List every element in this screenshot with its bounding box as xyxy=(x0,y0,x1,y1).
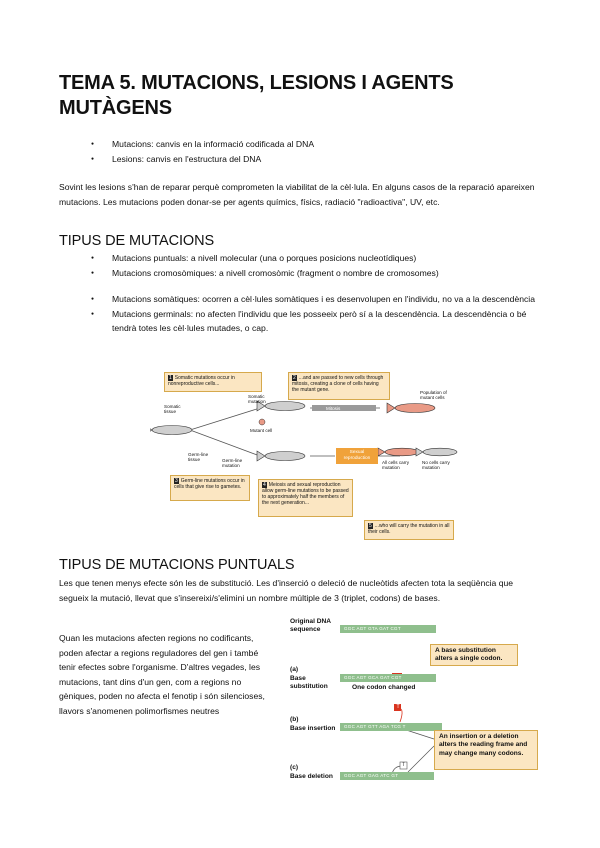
list-item: Mutacions somàtiques: ocorren a cèl·lule… xyxy=(91,292,551,307)
label-somatic-tissue: Somatic tissue xyxy=(164,404,181,415)
list-item: Mutacions germinals: no afecten l'indivi… xyxy=(91,307,551,336)
label-germline-mutation: Germ-line mutation xyxy=(222,458,243,469)
sexual-reproduction-badge: Sexual reproduction xyxy=(336,448,378,464)
mutation-types-list: Mutacions puntuals: a nivell molecular (… xyxy=(91,251,551,280)
label-original-sequence: Original DNA sequence xyxy=(290,618,331,633)
label-c-letter: (c) xyxy=(290,764,299,771)
point-mutation-figure: Original DNA sequence GGC AGT GTA GAT CG… xyxy=(290,616,550,794)
callout-substitution: A base substitution alters a single codo… xyxy=(430,644,518,666)
figure-arrows xyxy=(150,400,458,462)
fish-offspring-normal xyxy=(415,447,458,457)
label-one-codon-changed: One codon changed xyxy=(352,684,416,691)
label-base-substitution: Base substitution xyxy=(290,675,328,690)
fish-population xyxy=(386,402,436,414)
list-item: Mutacions cromosòmiques: a nivell cromos… xyxy=(91,266,551,281)
label-b-letter: (b) xyxy=(290,716,299,723)
deleted-base-marker: T xyxy=(401,762,406,768)
label-base-deletion: Base deletion xyxy=(290,773,333,780)
fish-germline xyxy=(256,450,306,462)
list-item: Mutacions: canvis en la informació codif… xyxy=(91,137,531,152)
deletion-dna-strand: GGC AGT GAG ATC GT xyxy=(340,772,434,780)
somatic-germline-list: Mutacions somàtiques: ocorren a cèl·lule… xyxy=(91,292,551,336)
fish-somatic-mutation xyxy=(256,400,306,412)
label-mitosis: Mitosis xyxy=(326,406,341,411)
fish-somatic-tissue xyxy=(150,425,193,435)
original-dna-strand: GGC AGT GTA GAT CGT xyxy=(340,625,436,633)
side-paragraph: Quan les mutacions afecten regions no co… xyxy=(59,633,265,716)
label-population: Population of mutant cells xyxy=(420,390,447,401)
inserted-base-marker: T xyxy=(396,704,400,710)
fish-offspring-mutant xyxy=(377,447,420,457)
label-germline-tissue: Germ-line tissue xyxy=(188,452,209,463)
page-title: TEMA 5. MUTACIONS, LESIONS I AGENTS MUTÀ… xyxy=(59,72,454,119)
label-a-letter: (a) xyxy=(290,666,299,673)
substitution-dna-strand: GGC AGT GCA GAT CGT xyxy=(340,674,436,682)
label-all-cells: All cells carry mutation xyxy=(382,460,410,471)
list-item: Lesions: canvis en l'estructura del DNA xyxy=(91,152,531,167)
label-mutant-cell: Mutant cell xyxy=(250,428,273,433)
list-item: Mutacions puntuals: a nivell molecular (… xyxy=(91,251,551,266)
figure-box-5: 5...who will carry the mutation in all t… xyxy=(364,520,454,540)
puntuals-paragraph: Les que tenen menys efecte són les de su… xyxy=(59,578,514,603)
intro-bullet-list: Mutacions: canvis en la informació codif… xyxy=(91,137,531,166)
label-somatic-mutation: Somatic mutation xyxy=(248,394,266,405)
callout-insertion-deletion: An insertion or a deletion alters the re… xyxy=(434,730,538,770)
insertion-dna-strand: GGC AGT GTT AGA TCG T xyxy=(340,723,442,731)
intro-paragraph: Sovint les lesions s'han de reparar perq… xyxy=(59,182,535,207)
figure-box-2: 2...and are passed to new cells through … xyxy=(288,372,390,400)
section-heading-tipus: TIPUS DE MUTACIONS xyxy=(59,233,215,249)
label-no-cells: No cells carry mutation xyxy=(422,460,450,471)
section-heading-puntuals: TIPUS DE MUTACIONS PUNTUALS xyxy=(59,557,295,573)
label-base-insertion: Base insertion xyxy=(290,725,336,732)
